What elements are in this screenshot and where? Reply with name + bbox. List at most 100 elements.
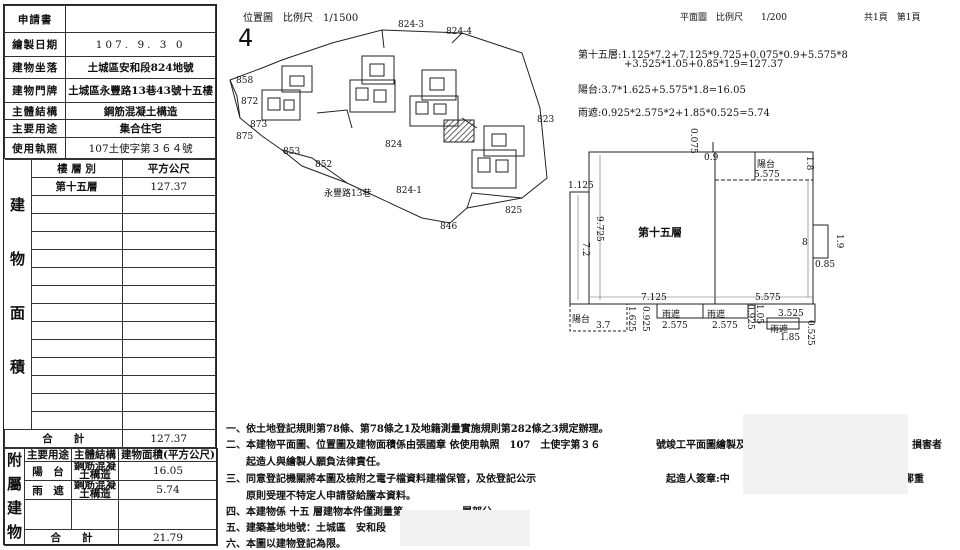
- location-plan-title: 位置圖 比例尺 1/1500: [243, 13, 359, 24]
- area-total-label: 合 計: [4, 429, 123, 448]
- target-unit-hatch: [443, 119, 475, 143]
- note-2: 二、本建物平面圖、位置圖及建物面積係由張國章 依使用執照 107 土使字第３６: [226, 440, 601, 451]
- permit-value: 107土使字第３６４號: [65, 137, 216, 159]
- dim-label: 0.925: [745, 304, 755, 330]
- dim-label: 1.8: [804, 156, 814, 171]
- note-6: 六、本圖以建物登記為限。: [226, 539, 346, 550]
- use-value: 集合住宅: [65, 119, 216, 138]
- dim-label: 0.9: [704, 153, 719, 163]
- dim-label: 1.05: [754, 304, 764, 325]
- parcel-label: 825: [505, 206, 523, 216]
- area-section-title: 建 物 面 積: [4, 159, 32, 430]
- formula-canopy: 雨遮:0.925*2.575*2+1.85*0.525=5.74: [578, 108, 770, 119]
- dim-label: 2.575: [712, 321, 738, 331]
- applicant-value: [65, 5, 216, 33]
- dim-label: 1.625: [626, 306, 636, 332]
- note-1: 一、依土地登記規則第78條、第78條之1及地籍測量實施規則第282條之3規定辦理…: [226, 424, 609, 435]
- dim-label: 1.125: [568, 181, 594, 191]
- parcel-label: 824: [385, 140, 403, 150]
- parcel-label: 875: [236, 132, 254, 142]
- draw-date-label: 繪製日期: [3, 32, 67, 57]
- floor-plan-drawing: [569, 142, 829, 332]
- dim-label: 0.85: [815, 260, 836, 270]
- balcony-label-bottom: 陽台: [572, 315, 591, 325]
- parcel-label: 846: [440, 222, 458, 232]
- formula-main-cont: +3.525*1.05+0.85*1.9=127.37: [624, 59, 784, 70]
- dim-label: 0.075: [688, 128, 698, 154]
- redaction-box: [743, 414, 908, 494]
- building-info-form: 申請書 繪製日期 107. 9. 3 0 建物坐落 土城區安和段824地號 建物…: [3, 4, 218, 546]
- annex-area-canopy: 5.74: [118, 480, 218, 500]
- annex-structure-canopy: 鋼筋混凝土構造: [71, 480, 120, 500]
- dim-label: 1.85: [780, 333, 801, 343]
- parcel-label: 823: [537, 115, 555, 125]
- dim-label: 2.575: [662, 321, 688, 331]
- area-value-15: 127.37: [121, 177, 216, 196]
- parcel-label: 824-3: [398, 20, 424, 30]
- location-value: 土城區安和段824地號: [65, 56, 216, 79]
- note-3b: 原則受理不特定人申請發給謄本資料。: [226, 491, 416, 502]
- area-header-sqm: 平方公尺: [121, 159, 216, 178]
- balcony-label-top: 陽台: [757, 160, 776, 170]
- dim-label: 7.125: [641, 293, 667, 303]
- dim-label: 5.575: [755, 293, 781, 303]
- note-3-tail: 鄭重: [904, 474, 924, 485]
- area-floor-15: 第十五層: [30, 177, 123, 196]
- note-2-tail: 損害者: [912, 440, 942, 451]
- parcel-label: 824-1: [396, 186, 422, 196]
- annex-area-balcony: 16.05: [118, 461, 218, 481]
- builder-sign: 起造人簽章:中: [666, 474, 730, 485]
- annex-total-label: 合 計: [24, 529, 120, 546]
- note-5: 五、建築基地地號：土城區 安和段: [226, 523, 386, 534]
- parcel-label: 872: [241, 97, 259, 107]
- area-table: 建 物 面 積 樓 層 別 平方公尺 第十五層 127.37 合 計 127.3…: [4, 159, 216, 448]
- dim-label: 5.575: [754, 170, 780, 180]
- north-arrow-icon: 4: [238, 24, 254, 52]
- annex-total-value: 21.79: [118, 529, 218, 546]
- parcel-label: 852: [315, 160, 333, 170]
- dim-label: 9.725: [594, 216, 604, 242]
- area-header-floor: 樓 層 別: [30, 159, 123, 178]
- canopy-label-2: 雨遮: [707, 310, 726, 320]
- note-3: 三、同意登記機關將本圖及檢附之電子檔資料建檔保管，及依登記公示: [226, 474, 536, 485]
- use-label: 主要用途: [3, 119, 67, 138]
- page-count: 共1頁 第1頁: [864, 13, 921, 23]
- dim-label: 3.7: [596, 321, 611, 331]
- parcel-label: 824-4: [446, 27, 472, 37]
- annex-section-title: 附 屬 建 物: [3, 448, 26, 546]
- area-total-value: 127.37: [121, 429, 216, 448]
- redaction-box: [400, 510, 530, 546]
- dim-label: 0.525: [805, 320, 815, 346]
- dim-label: 1.9: [834, 234, 844, 249]
- address-label: 建物門牌: [3, 78, 67, 103]
- annex-header-structure: 主體結構: [71, 448, 120, 462]
- formula-balcony: 陽台:3.7*1.625+5.575*1.8=16.05: [578, 85, 746, 96]
- annex-table: 附 屬 建 物 主要用途 主體結構 建物面積(平方公尺) 陽 台 鋼筋混凝土構造…: [3, 448, 218, 546]
- applicant-label: 申請書: [3, 5, 67, 33]
- address-value: 土城區永豐路13巷43號十五樓: [65, 78, 216, 103]
- dim-label: 0.925: [640, 306, 650, 332]
- annex-header-area: 建物面積(平方公尺): [118, 448, 218, 462]
- canopy-label-3: 雨遮: [770, 325, 789, 335]
- formula-main: 第十五層:1.125*7.2+7.125*9.725+0.075*0.9+5.5…: [578, 50, 848, 61]
- location-label: 建物坐落: [3, 56, 67, 79]
- draw-date-value: 107. 9. 3 0: [65, 32, 216, 57]
- parcel-label: 858: [236, 76, 254, 86]
- annex-use-canopy: 雨 遮: [24, 480, 73, 500]
- location-plan-drawing: [229, 29, 548, 224]
- parcel-label: 853: [283, 147, 301, 157]
- note-2b: 起造人與繪製人願負法律責任。: [226, 457, 386, 468]
- canopy-label-1: 雨遮: [662, 310, 681, 320]
- annex-header-use: 主要用途: [24, 448, 73, 462]
- road-label: 永豐路13巷: [324, 189, 372, 199]
- annex-structure-balcony: 鋼筋混凝土構造: [71, 461, 120, 481]
- room-label: 第十五層: [638, 226, 682, 239]
- dim-label: 7.2: [580, 242, 590, 257]
- note-2-cont: 號竣工平面圖繪製及: [656, 440, 746, 451]
- permit-label: 使用執照: [3, 137, 67, 159]
- annex-use-balcony: 陽 台: [24, 461, 73, 481]
- structure-label: 主體結構: [3, 102, 67, 120]
- dim-label: 8: [802, 238, 808, 248]
- dim-label: 3.525: [778, 309, 804, 319]
- parcel-label: 873: [250, 120, 268, 130]
